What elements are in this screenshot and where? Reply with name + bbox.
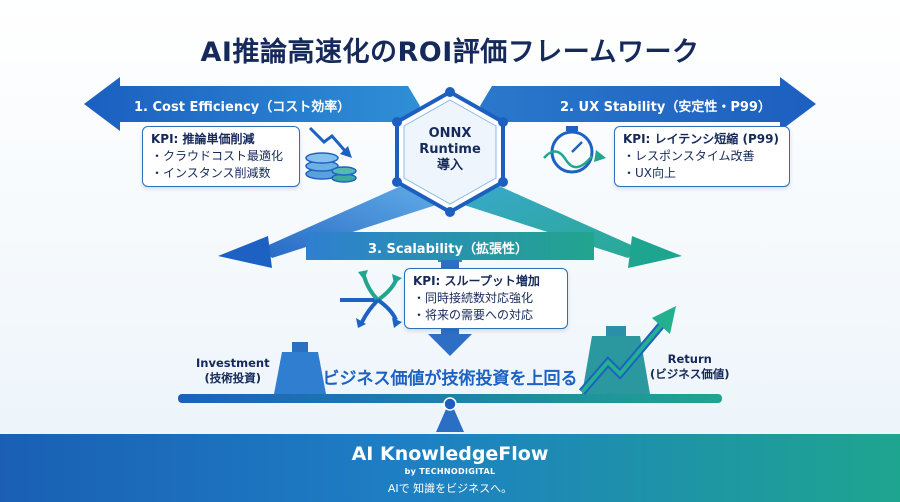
arrowhead-left (218, 236, 272, 268)
fulcrum-pivot (443, 397, 457, 411)
coin-stack-icon (305, 126, 357, 183)
return-line2: (ビジネス価値) (650, 367, 730, 381)
arrowhead-right (628, 236, 682, 268)
hex-node (498, 117, 508, 127)
kpi-title: KPI: 推論単価削減 (151, 132, 255, 146)
hex-node (498, 177, 508, 187)
footer-tagline: AIで 知識をビジネスへ。 (387, 482, 513, 495)
hex-node (445, 87, 455, 97)
center-hexagon-inner (403, 99, 497, 205)
investment-line2: (技術投資) (204, 371, 262, 385)
kpi-item: ・UX向上 (623, 166, 677, 180)
kpi-item: ・クラウドコスト最適化 (151, 149, 284, 163)
scalability-label: 3. Scalability（拡張性） (368, 242, 528, 257)
hex-node (392, 117, 402, 127)
investment-line1: Investment (196, 356, 270, 370)
scalability-kpi-box: KPI: スループット増加 ・同時接続数対応強化 ・将来の需要への対応 (404, 268, 568, 329)
kpi-item: ・同時接続数対応強化 (413, 291, 534, 305)
return-weight-icon (578, 306, 676, 395)
ux-stability-label: 2. UX Stability（安定性・P99） (560, 100, 771, 115)
scalability-band (306, 232, 594, 262)
footer-banner: AI KnowledgeFlow by TECHNODIGITAL AIで 知識… (0, 434, 900, 502)
footer-by: by TECHNODIGITAL (404, 467, 496, 476)
center-onnx-label: ONNX Runtime 導入 (414, 126, 486, 174)
hex-node (445, 207, 455, 217)
kpi-title: KPI: スループット増加 (413, 274, 540, 288)
kpi-item: ・インスタンス削減数 (151, 166, 271, 180)
footer-brand: AI KnowledgeFlow (351, 443, 549, 465)
cost-efficiency-label: 1. Cost Efficiency（コスト効率） (134, 100, 351, 115)
investment-weight-icon (274, 342, 326, 394)
page-title: AI推論高速化のROI評価フレームワーク (200, 37, 700, 68)
balance-fulcrum (436, 400, 464, 432)
ux-arrow (480, 77, 816, 131)
investment-label: Investment (技術投資) (196, 356, 270, 386)
ux-kpi-box: KPI: レイテンシ短縮 (P99) ・レスポンスタイム改善 ・UX向上 (614, 126, 790, 187)
return-label: Return (ビジネス価値) (650, 352, 730, 382)
center-line2: Runtime (419, 142, 481, 157)
stem-arrowhead (428, 334, 472, 356)
hex-node (392, 177, 402, 187)
kpi-item: ・レスポンスタイム改善 (623, 149, 755, 163)
stopwatch-icon (543, 126, 606, 174)
cost-arrow (84, 77, 420, 131)
branching-arrows-icon (340, 270, 402, 328)
kpi-item: ・将来の需要への対応 (413, 308, 534, 322)
scalability-diagonal-left (262, 182, 436, 258)
balance-message: ビジネス価値が技術投資を上回る (322, 369, 578, 389)
scalability-diagonal-right (464, 182, 638, 258)
cost-kpi-box: KPI: 推論単価削減 ・クラウドコスト最適化 ・インスタンス削減数 (142, 126, 300, 187)
kpi-title: KPI: レイテンシ短縮 (P99) (623, 132, 779, 146)
center-line3: 導入 (436, 158, 463, 173)
return-line1: Return (667, 352, 712, 366)
center-line1: ONNX (428, 126, 472, 141)
